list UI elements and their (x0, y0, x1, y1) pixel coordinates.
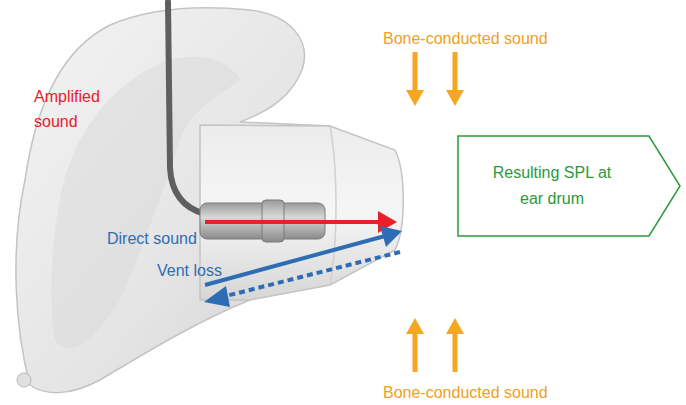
amplified-arrow (205, 220, 380, 224)
vent-loss-arrowhead (204, 286, 230, 307)
shell-knob (17, 373, 31, 387)
bone-conduction-label: Bone-conducted sound (383, 26, 548, 51)
vent-loss-label: Vent loss (157, 258, 222, 283)
result-label: Resulting SPL at ear drum (487, 135, 617, 212)
direct-sound-arrowhead (380, 226, 402, 247)
result-arrow-box: Resulting SPL at ear drum (457, 135, 682, 237)
bone-arrows-bottom (406, 318, 464, 372)
direct-sound-arrow (205, 236, 385, 285)
bone-arrows-top (406, 52, 464, 106)
bone-conduction-label: Bone-conducted sound (383, 380, 548, 405)
sound-tube (168, 2, 205, 214)
vent-loss-arrow (222, 252, 400, 297)
amplified-sound-label: Amplified sound (34, 84, 126, 134)
canal-edge (330, 126, 336, 285)
pentagon-shape (458, 136, 680, 236)
direct-sound-label: Direct sound (107, 226, 197, 251)
ear-canal-part (200, 125, 403, 300)
pentagon-outline (457, 135, 682, 237)
